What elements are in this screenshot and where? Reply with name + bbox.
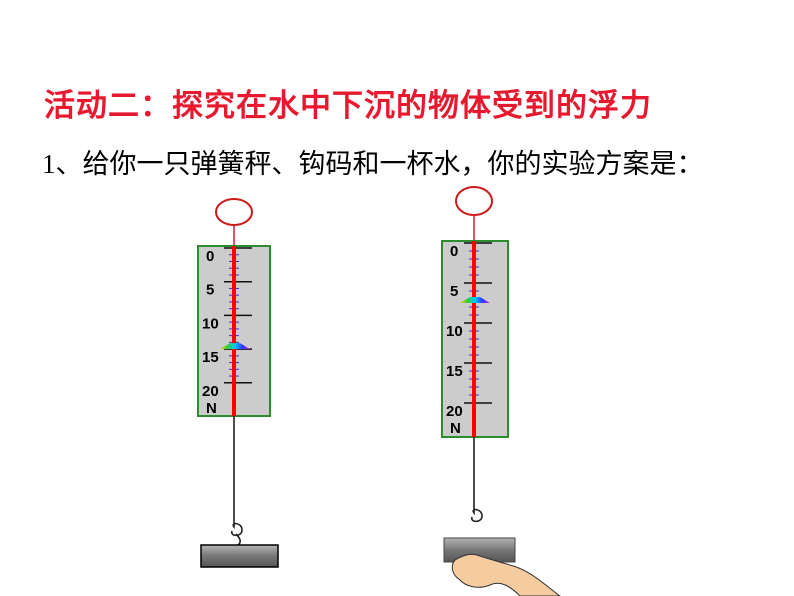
scale-label: 15 xyxy=(446,363,463,380)
slide-title: 活动二：探究在水中下沉的物体受到的浮力 xyxy=(44,88,652,123)
weight-block xyxy=(200,544,279,568)
scale-label: 20 xyxy=(202,383,219,400)
scale-label: 20 xyxy=(446,403,463,420)
scale-label: 5 xyxy=(206,282,214,299)
scale-label: 0 xyxy=(450,243,458,260)
spring-scale-left: 0 5 10 15 20N xyxy=(197,198,279,568)
scale-unit: N xyxy=(450,420,461,437)
supporting-hand xyxy=(451,553,561,596)
pointer-indicator xyxy=(220,343,250,350)
scale-label: 10 xyxy=(446,323,463,340)
scale-label: 5 xyxy=(450,283,458,300)
pointer-indicator xyxy=(460,297,490,303)
hook-icon xyxy=(231,416,243,546)
spring-scale-right: 0 5 10 15 20N xyxy=(441,186,561,596)
scale-ring xyxy=(455,186,493,216)
scale-unit: N xyxy=(206,400,217,417)
question-text: 1、给你一只弹簧秤、钩码和一杯水，你的实验方案是： xyxy=(42,149,704,179)
scale-ring xyxy=(215,198,253,226)
scale-label: 10 xyxy=(202,315,219,332)
scale-label: 0 xyxy=(206,248,214,265)
scale-label: 15 xyxy=(202,349,219,366)
hook-icon xyxy=(471,437,483,523)
